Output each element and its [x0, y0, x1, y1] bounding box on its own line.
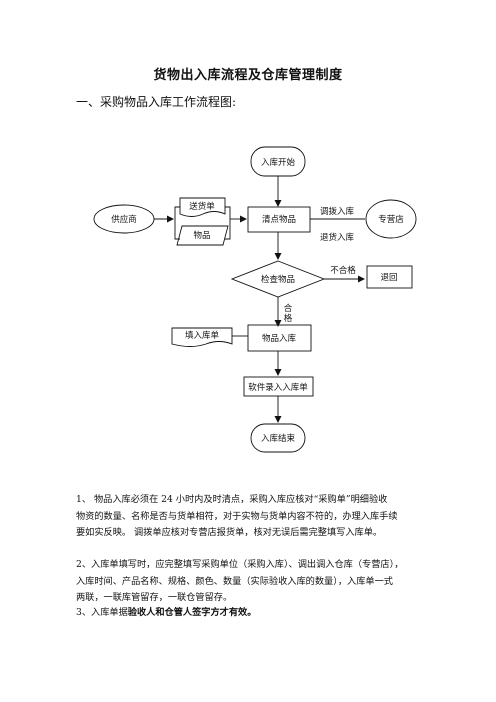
docs-bracket-right	[225, 206, 231, 240]
page-title: 货物出入库流程及仓库管理制度	[153, 68, 343, 83]
return-label: 退回	[380, 272, 397, 283]
qualified-label-1: 合	[284, 303, 293, 314]
unqualified-label: 不合格	[330, 265, 356, 276]
note-1-line-2: 物资的数量、名称是否与货单相符，对于实物与货单内容不符的，办理入库手续	[76, 510, 398, 522]
note-2-line-1: 2、入库单填写时，应完整填写采购单位（采购入库）、调出调入仓库（专营店），	[76, 559, 404, 570]
count-goods-node	[247, 206, 311, 233]
return-node	[366, 265, 413, 289]
delivery-note-label: 送货单	[189, 201, 215, 212]
note-3-bold: 验收人和仓管人签字方才有效。	[127, 607, 257, 618]
note-3-prefix: 3、入库单据	[76, 607, 128, 618]
note-1-line-3: 要如实反映。 调拨单应核对专营店报货单，核对无误后需完整填写入库单。	[76, 527, 383, 538]
fill-form-node	[171, 327, 233, 347]
goods-label: 物品	[193, 230, 210, 241]
store-label: 专营店	[378, 214, 404, 225]
fill-form-label: 填入库单	[185, 330, 220, 341]
return-in-label: 退货入库	[320, 232, 355, 243]
note-1-line-1: 1、 物品入库必须在 24 小时内及时清点，采购入库应核对“采购单”明细验收	[76, 494, 388, 505]
end-label: 入库结束	[261, 433, 296, 444]
store-node	[365, 199, 417, 239]
goods-in-node	[247, 324, 312, 352]
start-label: 入库开始	[261, 157, 296, 168]
end-node	[250, 423, 306, 453]
goods-in-label: 物品入库	[262, 333, 297, 344]
note-2-line-2: 入库时间、产品名称、规格、颜色、数量（实际验收入库的数量），入库单一式	[76, 575, 393, 587]
note-paragraph-3: 3、入库单据验收人和仓管人签字方才有效。	[76, 605, 424, 622]
note-paragraph-2: 2、入库单填写时，应完整填写采购单位（采购入库）、调出调入仓库（专营店）， 入库…	[76, 557, 424, 607]
supplier-label: 供应商	[111, 214, 137, 225]
note-2-line-3: 两联，一联库管留存，一联仓管留存。	[76, 592, 233, 603]
software-entry-node	[243, 376, 314, 397]
docs-bracket-left	[174, 206, 180, 240]
delivery-note-node	[179, 197, 226, 217]
transfer-in-label: 调拨入库	[320, 206, 355, 217]
qualified-label-2: 格	[284, 313, 293, 324]
count-goods-label: 清点物品	[262, 214, 296, 225]
goods-node	[176, 225, 229, 246]
note-paragraph-1: 1、 物品入库必须在 24 小时内及时清点，采购入库应核对“采购单”明细验收 物…	[76, 492, 424, 542]
section-heading: 一、采购物品入库工作流程图:	[76, 95, 237, 109]
inspect-label: 检查物品	[261, 274, 295, 285]
software-entry-label: 软件录入入库单	[248, 382, 308, 393]
